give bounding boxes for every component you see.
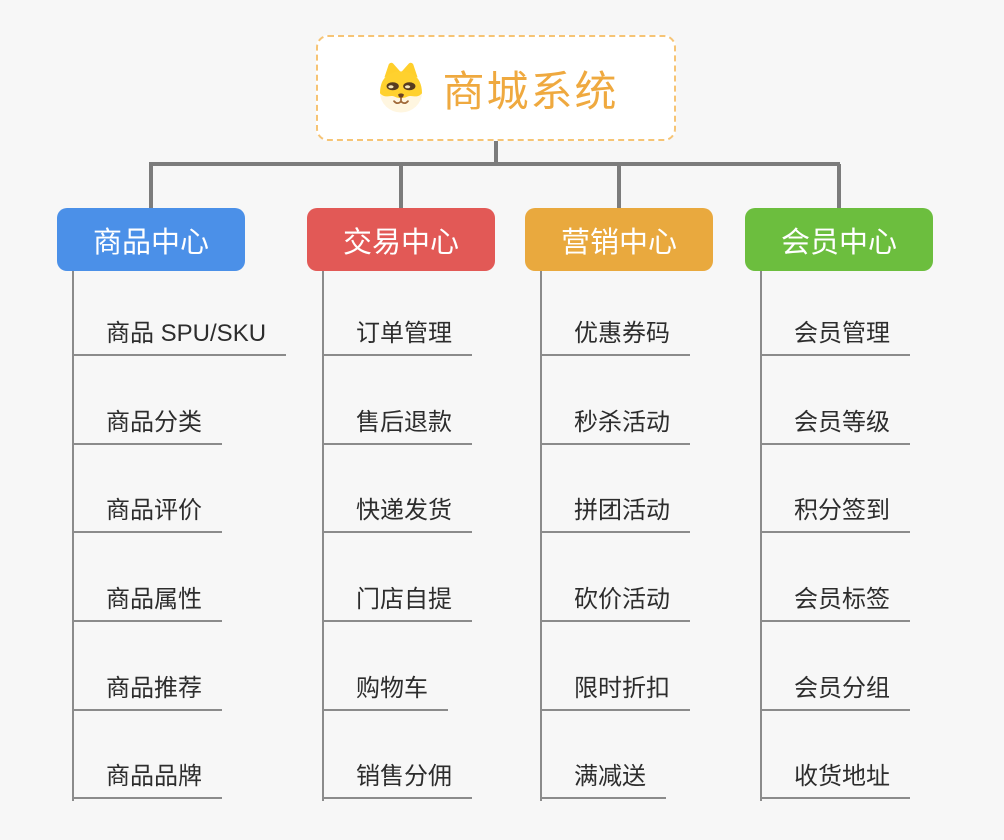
root-title: 商城系统 xyxy=(442,67,619,115)
connector-bus xyxy=(149,162,840,166)
leaf-node[interactable]: 会员标签 xyxy=(760,585,910,622)
leaf-node[interactable]: 会员管理 xyxy=(760,319,910,356)
leaf-node[interactable]: 限时折扣 xyxy=(540,674,690,711)
leaf-node[interactable]: 门店自提 xyxy=(322,585,472,622)
leaf-node[interactable]: 满减送 xyxy=(540,762,666,799)
leaf-node[interactable]: 会员分组 xyxy=(760,674,910,711)
connector-spine-trade xyxy=(322,271,324,801)
leaf-node[interactable]: 商品评价 xyxy=(72,496,222,533)
leaf-node[interactable]: 商品品牌 xyxy=(72,762,222,799)
leaf-node[interactable]: 商品属性 xyxy=(72,585,222,622)
leaf-node[interactable]: 快递发货 xyxy=(322,496,472,533)
leaf-node[interactable]: 积分签到 xyxy=(760,496,910,533)
connector-spine-product xyxy=(72,271,74,801)
connector-spine-member xyxy=(760,271,762,801)
leaf-node[interactable]: 收货地址 xyxy=(760,762,910,799)
branch-node-product-center[interactable]: 商品中心 xyxy=(57,208,245,271)
leaf-node[interactable]: 售后退款 xyxy=(322,408,472,445)
leaf-node[interactable]: 商品 SPU/SKU xyxy=(72,319,287,356)
connector-drop-marketing xyxy=(617,164,621,208)
leaf-node[interactable]: 秒杀活动 xyxy=(540,408,690,445)
leaf-node[interactable]: 会员等级 xyxy=(760,408,910,445)
connector-spine-marketing xyxy=(540,271,542,801)
leaf-node[interactable]: 购物车 xyxy=(322,674,448,711)
leaf-node[interactable]: 销售分佣 xyxy=(322,762,472,799)
leaf-node[interactable]: 拼团活动 xyxy=(540,496,690,533)
leaf-node[interactable]: 优惠券码 xyxy=(540,319,690,356)
leaf-node[interactable]: 商品推荐 xyxy=(72,674,222,711)
connector-drop-trade xyxy=(399,164,403,208)
branch-node-member-center[interactable]: 会员中心 xyxy=(745,208,933,271)
connector-drop-product xyxy=(149,164,153,208)
leaf-node[interactable]: 砍价活动 xyxy=(540,585,690,622)
branch-node-marketing-center[interactable]: 营销中心 xyxy=(525,208,713,271)
root-node-mall-system[interactable]: 商城系统 xyxy=(316,35,676,141)
connector-drop-member xyxy=(837,164,841,208)
leaf-node[interactable]: 商品分类 xyxy=(72,408,222,445)
branch-node-trade-center[interactable]: 交易中心 xyxy=(307,208,495,271)
shiba-dog-icon xyxy=(373,61,429,115)
connector-root-drop xyxy=(494,141,498,164)
leaf-node[interactable]: 订单管理 xyxy=(322,319,472,356)
